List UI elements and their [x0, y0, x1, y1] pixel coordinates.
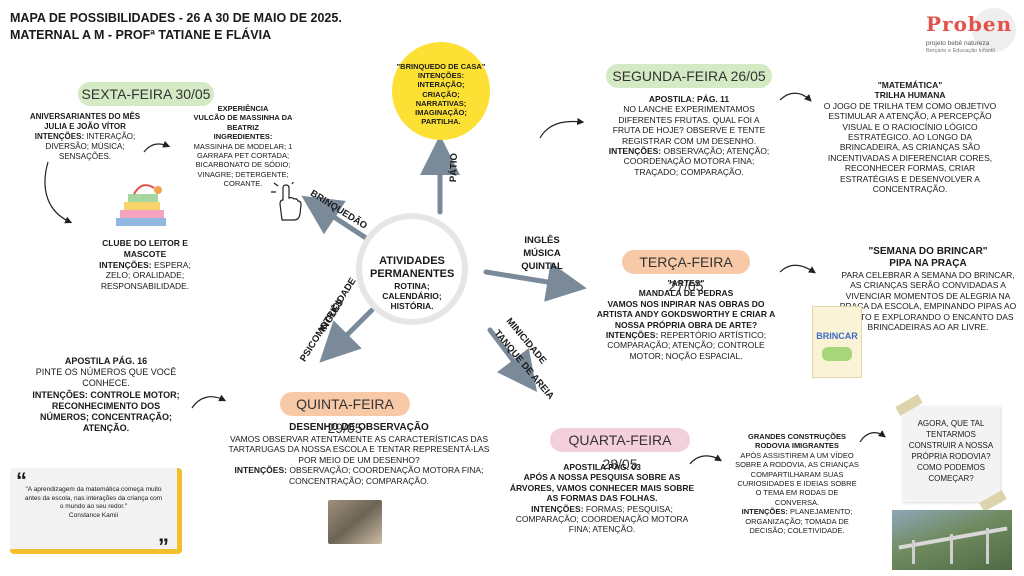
arrow-psico	[319, 307, 375, 363]
highway-photo	[892, 510, 1012, 570]
experiencia-block: EXPERIÊNCIA VULCÃO DE MASSINHA DA BEATRI…	[178, 104, 308, 189]
pill-quarta: QUARTA-FEIRA 28/05	[550, 428, 690, 472]
quote-author: Constance Kamii	[68, 511, 119, 519]
aniv-int-label: INTENÇÕES:	[34, 132, 85, 141]
brinquedo-intencoes: INTENÇÕES: INTERAÇÃO; CRIAÇÃO; NARRATIVA…	[415, 71, 467, 127]
curve-arrow-segunda	[539, 117, 585, 139]
pill-quinta: QUINTA-FEIRA 29/05	[280, 392, 410, 436]
segunda-int-label: INTENÇÕES:	[608, 146, 662, 157]
quinta-subtitle: DESENHO DE OBSERVAÇÃO	[289, 422, 429, 433]
curve-arrow-semana	[779, 264, 816, 274]
semana-block: "SEMANA DO BRINCAR" PIPA NA PRAÇA PARA C…	[838, 246, 1018, 332]
hub-sub: ROTINA; CALENDÁRIO; HISTÓRIA.	[382, 281, 442, 311]
matematica-block: "MATEMÁTICA" TRILHA HUMANA O JOGO DE TRI…	[820, 80, 1000, 194]
exp-sub: VULCÃO DE MASSINHA DA BEATRIZ	[193, 113, 293, 132]
arrow-tanque	[487, 327, 538, 392]
gc-int-label: INTENÇÕES:	[741, 507, 788, 517]
segunda-texto: NO LANCHE EXPERIMENTAMOS DIFERENTES FRUT…	[612, 104, 766, 146]
semana-sub: PIPA NA PRAÇA	[889, 258, 967, 269]
aniv-title: ANIVERSARIANTES DO MÊS JULIA E JOÃO VÍTO…	[29, 112, 141, 131]
logo: Proben projeto bebê natureza Berçário e …	[922, 8, 1018, 66]
arrow-brinquedo	[301, 195, 369, 241]
pill-sexta: SEXTA-FEIRA 30/05	[78, 82, 214, 106]
curve-arrow-gc	[859, 430, 886, 443]
quinta-texto: VAMOS OBSERVAR ATENTAMENTE AS CARACTERÍS…	[228, 434, 490, 465]
header-line-1: MAPA DE POSSIBILIDADES - 26 A 30 DE MAIO…	[10, 11, 342, 25]
aniversariantes-block: ANIVERSARIANTES DO MÊS JULIA E JOÃO VÍTO…	[24, 112, 146, 162]
clube-block: CLUBE DO LEITOR E MASCOTE INTENÇÕES: ESP…	[86, 238, 204, 292]
label-ingles-top: INGLÊS	[524, 235, 560, 246]
mat-sub: TRILHA HUMANA	[874, 90, 946, 101]
book-title: BRINCAR	[816, 331, 858, 341]
gc-title: GRANDES CONSTRUÇÕES RODOVIA IMIGRANTES	[748, 432, 846, 451]
apostila16-text: PINTE OS NÚMEROS QUE VOCÊ CONHECE.	[35, 367, 177, 389]
exp-title: EXPERIÊNCIA	[217, 104, 269, 113]
books-illustration	[110, 180, 174, 232]
apostila16-block: APOSTILA PÁG. 16 PINTE OS NÚMEROS QUE VO…	[30, 356, 182, 434]
quinta-int-text: OBSERVAÇÃO; COORDENAÇÃO MOTORA FINA; CON…	[286, 465, 484, 486]
book-cover-image: BRINCAR	[812, 306, 862, 378]
semana-text: PARA CELEBRAR A SEMANA DO BRINCAR, AS CR…	[839, 270, 1017, 333]
segunda-int-text: OBSERVAÇÃO; ATENÇÃO; COORDENAÇÃO MOTORA …	[623, 146, 770, 177]
quote-close-icon: ”	[158, 534, 169, 559]
logo-tagline: projeto bebê natureza	[926, 40, 990, 47]
mat-text: O JOGO DE TRILHA TEM COMO OBJETIVO ESTIM…	[823, 100, 997, 195]
hub-atividades-permanentes: ATIVIDADES PERMANENTES ROTINA; CALENDÁRI…	[362, 219, 462, 319]
curve-arrow-sexta	[143, 140, 171, 153]
quarta-texto: APÓS A NOSSA PESQUISA SOBRE AS ÁRVORES, …	[509, 472, 695, 504]
terca-block: "ARTES" MANDALA DE PEDRAS VAMOS NOS INPI…	[590, 278, 782, 361]
page-header: MAPA DE POSSIBILIDADES - 26 A 30 DE MAIO…	[10, 10, 342, 44]
curve-arrow-quinta	[191, 394, 227, 409]
gc-int-text: PLANEJAMENTO; ORGANIZAÇÃO; TOMADA DE DEC…	[745, 507, 853, 536]
clube-int-label: INTENÇÕES:	[99, 259, 152, 270]
brinquedo-title: "BRINQUEDO DE CASA"	[396, 62, 486, 71]
aniv-int-text: INTERAÇÃO; DIVERSÃO; MÚSICA; SENSAÇÕES.	[45, 132, 136, 161]
turtle-photo	[328, 500, 382, 544]
brinquedo-de-casa-circle: "BRINQUEDO DE CASA" INTENÇÕES: INTERAÇÃO…	[392, 42, 490, 140]
sticky-note: AGORA, QUE TAL TENTARMOS CONSTRUIR A NOS…	[902, 406, 1000, 502]
logo-sub: Berçário e Educação Infantil	[926, 48, 995, 54]
curve-arrow-clube	[44, 161, 73, 224]
hub-title: ATIVIDADES PERMANENTES	[370, 255, 455, 280]
terca-artes: "ARTES"	[667, 278, 705, 288]
quarta-int-label: INTENÇÕES:	[531, 503, 584, 514]
quarta-block: APOSTILA PÁG. 03 APÓS A NOSSA PESQUISA S…	[508, 462, 696, 535]
quinta-int-label: INTENÇÕES:	[234, 465, 287, 476]
clube-title: CLUBE DO LEITOR E MASCOTE	[102, 238, 188, 259]
semana-title: "SEMANA DO BRINCAR"	[868, 246, 988, 257]
clube-int-text: ESPERA; ZELO; ORALIDADE; RESPONSABILIDAD…	[100, 259, 191, 292]
quinta-block: DESENHO DE OBSERVAÇÃO VAMOS OBSERVAR ATE…	[228, 422, 490, 486]
quote-text: "A aprendizagem da matemática começa mui…	[24, 486, 163, 510]
label-quintal: QUINTAL	[521, 261, 563, 272]
segunda-apostila: APOSTILA: PÁG. 11	[648, 94, 730, 104]
terca-mandala: MANDALA DE PEDRAS	[638, 288, 734, 299]
header-line-2: MATERNAL A M - PROFª TATIANE E FLÁVIA	[10, 28, 272, 42]
apostila16-title: APOSTILA PÁG. 16	[64, 356, 148, 366]
terca-texto: VAMOS NOS INPIRAR NAS OBRAS DO ARTISTA A…	[596, 298, 776, 330]
apostila16-int: INTENÇÕES: CONTROLE MOTOR; RECONHECIMENT…	[32, 389, 180, 434]
hand-pointer-icon	[270, 180, 306, 222]
exp-text: MASSINHA DE MODELAR; 1 GARRAFA PET CORTA…	[193, 141, 293, 189]
terca-int-text: REPERTÓRIO ARTÍSTICO; COMPARAÇÃO; ATENÇÃ…	[607, 330, 767, 361]
pill-segunda: SEGUNDA-FEIRA 26/05	[606, 64, 772, 88]
gc-text: APÓS ASSISTIREM A UM VÍDEO SOBRE A RODOV…	[735, 450, 859, 507]
arrow-quintal	[483, 262, 587, 302]
terca-int-label: INTENÇÕES:	[605, 330, 659, 341]
mat-title: "MATEMÁTICA"	[877, 80, 943, 90]
quote-box: "A aprendizagem da matemática começa mui…	[10, 468, 182, 554]
label-musica: MÚSICA	[523, 248, 561, 259]
grandes-construcoes-block: GRANDES CONSTRUÇÕES RODOVIA IMIGRANTES A…	[734, 432, 860, 535]
logo-name: Proben	[926, 12, 1013, 36]
quarta-apostila: APOSTILA PÁG. 03	[563, 462, 641, 472]
quarta-int-text: FORMAS; PESQUISA; COMPARAÇÃO; COORDENAÇÃ…	[515, 503, 689, 535]
exp-ing: INGREDIENTES:	[213, 132, 273, 142]
pill-terca: TERÇA-FEIRA 27/05	[622, 250, 750, 294]
label-patio: PÁTIO	[448, 152, 461, 183]
curve-arrow-mat	[779, 92, 812, 102]
curve-arrow-quarta	[689, 454, 723, 465]
segunda-block: APOSTILA: PÁG. 11 NO LANCHE EXPERIMENTAM…	[604, 94, 774, 177]
quote-open-icon: “	[16, 468, 27, 493]
